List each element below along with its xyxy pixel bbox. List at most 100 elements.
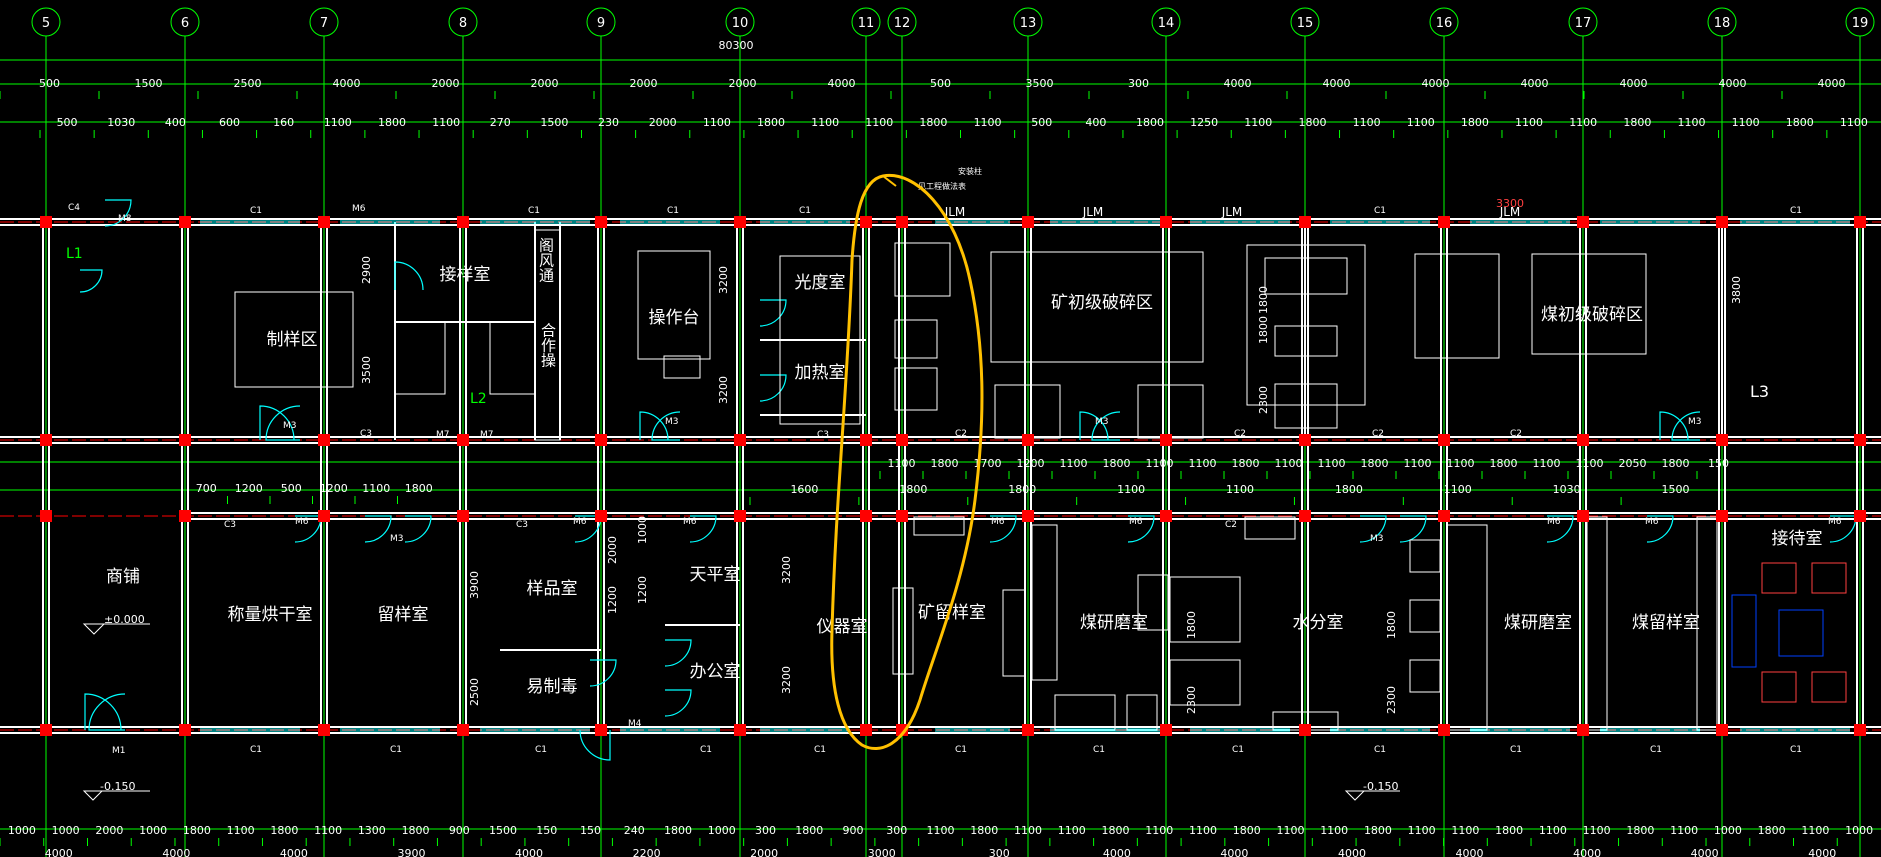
grid-bubble-18 — [1707, 7, 1737, 37]
vertical-dim-4: 1800 — [1257, 316, 1270, 344]
mid-dim-b-5: 1800 — [1335, 483, 1363, 496]
tag-c1-l: C1 — [955, 745, 967, 755]
top-dim-2-14: 1100 — [811, 116, 839, 129]
bottom-dim-1-25: 1800 — [1101, 824, 1129, 837]
fixture-caozuotai-bench — [637, 250, 711, 360]
fixture-sofa-2 — [1761, 671, 1797, 703]
column-1-14 — [1854, 434, 1866, 446]
column-2-1 — [179, 510, 191, 522]
mid-dim-b-0: 1600 — [790, 483, 818, 496]
vertical-dim-14: 3200 — [780, 556, 793, 584]
door-swing-26 — [664, 639, 692, 667]
column-3-1 — [179, 724, 191, 736]
elevation-triangle-out2 — [1344, 790, 1400, 801]
vertical-dim-9: 2000 — [606, 536, 619, 564]
room-jieyang: 接样室 — [440, 265, 491, 285]
mid-dim-left-1: 1200 — [235, 482, 263, 495]
vertical-dim-12: 3900 — [468, 571, 481, 599]
column-3-8 — [1022, 724, 1034, 736]
column-1-3 — [457, 434, 469, 446]
door-swing-2 — [394, 261, 424, 291]
grid-label-12: 12 — [894, 16, 911, 31]
fixture-yiqi-rack — [892, 587, 914, 675]
top-dim-1-4: 2000 — [432, 77, 460, 90]
room-mei-crush: 煤初级破碎区 — [1541, 305, 1643, 325]
jlm-label-1: JLM — [944, 205, 966, 219]
column-2-3 — [457, 510, 469, 522]
door-swing-23 — [84, 693, 122, 731]
column-2-5 — [734, 510, 746, 522]
bottom-dim-1-0: 1000 — [8, 824, 36, 837]
fixture-hopper-b — [894, 319, 938, 359]
column-1-13 — [1716, 434, 1728, 446]
fixture-zhiyang-bench — [234, 291, 354, 388]
vertical-dim-7: 3800 — [1730, 276, 1743, 304]
door-swing-25 — [579, 729, 611, 761]
fixture-mei-crusher — [1531, 253, 1647, 355]
fixture-kuang-cabinet — [1054, 694, 1116, 731]
tag-c1-i: C1 — [535, 745, 547, 755]
column-0-2 — [318, 216, 330, 228]
bottom-dim-2-13: 4000 — [1573, 847, 1601, 857]
bottom-dim-1-32: 1100 — [1408, 824, 1436, 837]
bottom-dim-2-12: 4000 — [1456, 847, 1484, 857]
room-guangdu: 光度室 — [795, 273, 846, 293]
column-2-12 — [1577, 510, 1589, 522]
fixture-crusher-mid — [1414, 253, 1500, 359]
column-1-6 — [860, 434, 872, 446]
top-dim-2-12: 1100 — [703, 116, 731, 129]
room-mei-yanmo-1: 煤研磨室 — [1080, 613, 1148, 633]
grid-label-7: 7 — [320, 16, 328, 31]
top-dim-1-18: 4000 — [1818, 77, 1846, 90]
tag-m6-e: M6 — [1129, 517, 1143, 527]
grid-axis-lines — [0, 36, 1881, 857]
door-swing-3 — [639, 411, 669, 441]
column-0-14 — [1854, 216, 1866, 228]
vertical-dim-6: 1800 — [1257, 286, 1270, 314]
top-dim-2-13: 1800 — [757, 116, 785, 129]
top-dim-2-7: 1100 — [432, 116, 460, 129]
elevation-main: ±0.000 — [104, 613, 145, 626]
fixture-mei-liuyang-rack-b — [1696, 516, 1718, 731]
room-caozuotai: 操作台 — [649, 308, 700, 328]
bottom-dim-1-21: 1100 — [927, 824, 955, 837]
fixture-shuifen-shelf — [1244, 516, 1296, 540]
grid-label-10: 10 — [732, 16, 749, 31]
vertical-dim-10: 1200 — [636, 576, 649, 604]
top-dim-2-16: 1800 — [919, 116, 947, 129]
tag-m3-b: M3 — [665, 417, 679, 427]
room-shangpu: 商铺 — [106, 567, 140, 587]
stair-l2: L2 — [470, 391, 487, 407]
fixture-shuifen-b — [1169, 659, 1241, 706]
tag-m8: M8 — [118, 214, 132, 224]
fixture-mei-liuyang-rack-a — [1586, 516, 1608, 731]
tag-c1-m: C1 — [1093, 745, 1105, 755]
fixture-hopper-c — [894, 367, 938, 411]
room-jiedai: 接待室 — [1772, 529, 1823, 549]
bottom-dim-1-6: 1800 — [270, 824, 298, 837]
tag-c1-o: C1 — [1374, 745, 1386, 755]
fixture-mei-yanmo-c — [1409, 659, 1441, 693]
fixture-mei-yanmo-bench — [1446, 524, 1488, 731]
grid-label-19: 19 — [1852, 16, 1869, 31]
top-dim-1-11: 300 — [1128, 77, 1149, 90]
door-swing-21 — [1646, 515, 1674, 543]
door-swing-1 — [265, 405, 301, 441]
grid-bubble-7 — [309, 7, 339, 37]
door-swing-16 — [989, 515, 1017, 543]
tag-c1-b: C1 — [528, 206, 540, 216]
grid-label-11: 11 — [858, 16, 875, 31]
vertical-dim-3: 3200 — [717, 376, 730, 404]
bottom-dim-1-20: 300 — [886, 824, 907, 837]
mid-dim-a-12: 1100 — [1404, 457, 1432, 470]
top-dim-1-13: 4000 — [1323, 77, 1351, 90]
column-2-10 — [1299, 510, 1311, 522]
mid-dim-a-8: 1800 — [1232, 457, 1260, 470]
markup-tick — [882, 175, 897, 187]
column-1-11 — [1438, 434, 1450, 446]
fixture-hopper-a — [894, 242, 951, 297]
top-dim-1-9: 500 — [930, 77, 951, 90]
bottom-dim-2-10: 4000 — [1220, 847, 1248, 857]
door-swing-20 — [1546, 515, 1574, 543]
mid-dim-b-1: 1800 — [899, 483, 927, 496]
